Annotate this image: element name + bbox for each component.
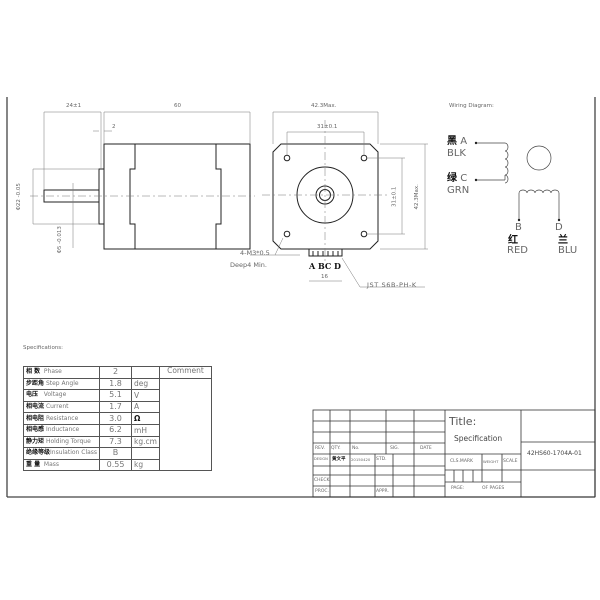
- tb-check: CHECK: [314, 478, 330, 483]
- tb-date: DATE: [420, 446, 432, 451]
- wire-a-label: 黑 A: [447, 136, 468, 147]
- wire-d-cn: 兰: [558, 235, 568, 246]
- dim-hole-spacing-h: 31±0.1: [317, 124, 338, 130]
- hole-note-thread: 4-M3*0.5: [240, 249, 270, 257]
- front-view-dimensions: [262, 111, 428, 288]
- tb-part-number: 42HS60-1704A-01: [527, 450, 582, 457]
- tb-design: DESIGN: [314, 457, 328, 461]
- tb-qty: QTY.: [331, 446, 341, 451]
- connector-pins: A BC D: [309, 261, 341, 271]
- comment-cell: [158, 377, 212, 472]
- wiring-terminals: [474, 141, 561, 222]
- wire-c-color: GRN: [447, 185, 470, 196]
- tb-sig: SIG.: [390, 446, 400, 451]
- tb-scale: SCALE: [503, 459, 518, 464]
- tb-no: No.: [352, 446, 360, 451]
- dim-shaft-length: 24±1: [66, 103, 82, 109]
- side-view-dimensions: [30, 111, 300, 256]
- spec-row-step-angle: 步距角 Step Angle 1.8 deg: [22, 377, 212, 472]
- tb-rev: REV.: [315, 446, 325, 451]
- title-block-grid: [312, 409, 596, 498]
- tb-std: STD.: [376, 457, 387, 462]
- wire-b-pin: B: [515, 222, 522, 233]
- specifications-title: Specifications:: [23, 345, 64, 351]
- wire-d-pin: D: [555, 222, 563, 233]
- spec-row-insulation-class: 绝缘等级Insulation Class B: [22, 447, 212, 460]
- tb-design-date: 20150420: [351, 457, 371, 462]
- comment-header: Comment: [158, 366, 212, 379]
- tb-of-pages: OF PAGES: [482, 486, 505, 491]
- dim-shaft-diameter: Φ5 -0.013: [56, 226, 63, 254]
- tb-proc: PROC.: [315, 489, 329, 494]
- wire-b-cn: 红: [508, 235, 518, 246]
- spec-row-mass: 重 量 Mass 0.55 kg: [22, 458, 212, 472]
- tb-weight: WEIGHT: [483, 459, 499, 464]
- wire-d-color: BLU: [558, 245, 578, 256]
- dim-boss-diameter: Φ22 -0.05: [15, 183, 22, 211]
- spec-row-phase: 相 数 Phase 2 Comment: [22, 366, 212, 379]
- wire-c-label: 绿 C: [447, 173, 468, 184]
- tb-title-value: Specification: [454, 434, 503, 443]
- spec-row-voltage: 电压 Voltage 5.1 V: [22, 389, 212, 402]
- connector-note: JST S6B-PH-K: [367, 281, 417, 289]
- tb-page: PAGE:: [451, 486, 465, 491]
- tb-designer: 黄文平: [332, 457, 346, 462]
- dim-hole-spacing-v: 31±0.1: [391, 186, 398, 207]
- wiring-title: Wiring Diagram:: [449, 103, 494, 109]
- hole-note-depth: Deep4 Min.: [230, 261, 267, 269]
- spec-row-resistance: 相电阻 Resistance 3.0 Ω: [22, 412, 212, 425]
- tb-cls-mark: CLS.MARK: [450, 459, 473, 464]
- tb-title-label: Title:: [449, 415, 477, 428]
- wire-a-color: BLK: [447, 148, 466, 159]
- dim-body-length: 60: [174, 103, 181, 109]
- dim-front-height: 42.3Max.: [413, 184, 420, 210]
- wiring-diagram: [476, 142, 560, 220]
- specifications-table: 相 数 Phase 2 Comment 步距角 Step Angle 1.8 d…: [22, 366, 212, 472]
- dim-connector: 16: [321, 274, 328, 280]
- tb-appr: APPR.: [376, 489, 389, 494]
- dim-flange: 2: [112, 124, 116, 130]
- side-view-motor: [43, 143, 251, 250]
- wire-b-color: RED: [507, 245, 528, 256]
- front-view-motor: [272, 143, 379, 257]
- dim-front-width: 42.3Max.: [311, 103, 337, 109]
